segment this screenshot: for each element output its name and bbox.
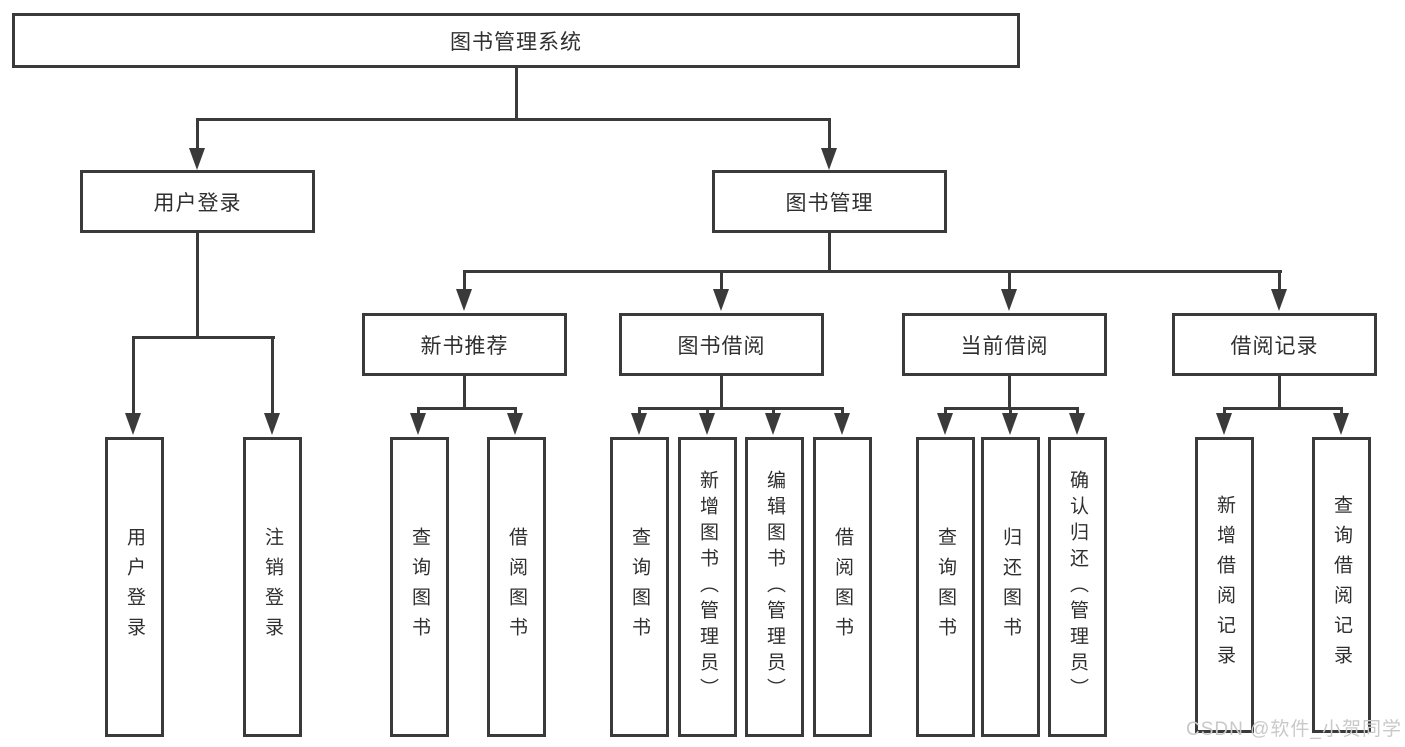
leaf-borrow-books-recommend-label: 借阅图书 [506, 527, 527, 647]
connector-line [1278, 374, 1281, 410]
leaf-add-borrow-record: 新增借阅记录 [1195, 437, 1254, 733]
leaf-query-books-current-label: 查询图书 [935, 527, 956, 647]
node-user-login: 用户登录 [80, 170, 315, 233]
node-borrowing-records: 借阅记录 [1172, 313, 1377, 376]
connector-line [1076, 407, 1079, 417]
node-library-system-label: 图书管理系统 [450, 30, 582, 54]
arrow-down-icon [631, 413, 647, 435]
connector-line [271, 336, 274, 415]
leaf-edit-books-admin-label: 编辑图书（管理员） [764, 470, 785, 704]
arrow-down-icon [1271, 289, 1287, 311]
node-book-management: 图书管理 [712, 170, 947, 233]
leaf-confirm-return-admin: 确认归还（管理员） [1048, 437, 1107, 737]
leaf-edit-books-admin: 编辑图书（管理员） [745, 437, 804, 737]
arrow-down-icon [1216, 413, 1232, 435]
node-book-management-label: 图书管理 [785, 191, 874, 215]
connector-line [417, 407, 517, 410]
node-borrowing-records-label: 借阅记录 [1230, 334, 1319, 358]
connector-line [515, 68, 518, 121]
connector-line [1223, 407, 1343, 410]
node-library-system: 图书管理系统 [12, 13, 1020, 68]
leaf-query-books-recommend: 查询图书 [390, 437, 449, 737]
arrow-down-icon [1333, 413, 1349, 435]
connector-line [196, 118, 199, 150]
leaf-add-books-admin-label: 新增图书（管理员） [697, 470, 718, 704]
leaf-query-books-borrowing-label: 查询图书 [629, 527, 650, 647]
leaf-return-books: 归还图书 [981, 437, 1040, 737]
connector-line [720, 270, 723, 291]
leaf-query-books-borrowing: 查询图书 [610, 437, 669, 737]
connector-line [772, 407, 775, 417]
leaf-user-login: 用户登录 [105, 437, 164, 737]
connector-line [828, 118, 831, 150]
connector-line [463, 270, 1282, 273]
leaf-borrow-books-recommend: 借阅图书 [487, 437, 546, 737]
connector-line [196, 231, 199, 339]
connector-line [944, 407, 947, 417]
connector-line [196, 118, 831, 121]
leaf-query-borrow-record: 查询借阅记录 [1312, 437, 1371, 733]
connector-line [1008, 270, 1011, 291]
connector-line [463, 374, 466, 410]
arrow-down-icon [264, 413, 280, 435]
leaf-add-borrow-record-label: 新增借阅记录 [1214, 495, 1235, 675]
leaf-borrow-books: 借阅图书 [813, 437, 872, 737]
node-current-borrowing-label: 当前借阅 [960, 334, 1049, 358]
arrow-down-icon [189, 148, 205, 170]
node-book-borrowing: 图书借阅 [619, 313, 824, 376]
node-new-book-recommendation: 新书推荐 [362, 313, 567, 376]
arrow-down-icon [834, 413, 850, 435]
leaf-borrow-books-label: 借阅图书 [832, 527, 853, 647]
leaf-user-login-label: 用户登录 [124, 527, 145, 647]
connector-line [132, 336, 135, 415]
arrow-down-icon [125, 413, 141, 435]
arrow-down-icon [1001, 289, 1017, 311]
leaf-confirm-return-admin-label: 确认归还（管理员） [1067, 470, 1088, 704]
arrow-down-icon [699, 413, 715, 435]
arrow-down-icon [456, 289, 472, 311]
arrow-down-icon [713, 289, 729, 311]
arrow-down-icon [765, 413, 781, 435]
leaf-query-books-current: 查询图书 [916, 437, 975, 737]
connector-line [706, 407, 709, 417]
connector-line [463, 270, 466, 291]
leaf-logout-label: 注销登录 [262, 527, 283, 647]
arrow-down-icon [937, 413, 953, 435]
node-user-login-label: 用户登录 [153, 191, 242, 215]
leaf-return-books-label: 归还图书 [1000, 527, 1021, 647]
arrow-down-icon [507, 413, 523, 435]
arrow-down-icon [410, 413, 426, 435]
connector-line [638, 407, 844, 410]
leaf-add-books-admin: 新增图书（管理员） [678, 437, 737, 737]
node-new-book-recommendation-label: 新书推荐 [420, 334, 509, 358]
node-book-borrowing-label: 图书借阅 [677, 334, 766, 358]
csdn-watermark: CSDN @软件_小贺同学 [1186, 719, 1402, 740]
arrow-down-icon [821, 148, 837, 170]
leaf-query-books-recommend-label: 查询图书 [409, 527, 430, 647]
leaf-logout: 注销登录 [243, 437, 302, 737]
connector-line [1223, 407, 1226, 417]
node-current-borrowing: 当前借阅 [902, 313, 1107, 376]
connector-line [417, 407, 420, 417]
connector-line [1340, 407, 1343, 417]
connector-line [514, 407, 517, 417]
leaf-query-borrow-record-label: 查询借阅记录 [1331, 495, 1352, 675]
connector-line [720, 374, 723, 410]
connector-line [132, 336, 275, 339]
connector-line [841, 407, 844, 417]
arrow-down-icon [1069, 413, 1085, 435]
connector-line [638, 407, 641, 417]
connector-line [1008, 374, 1011, 410]
connector-line [828, 231, 831, 273]
connector-line [1009, 407, 1012, 417]
connector-line [1278, 270, 1281, 291]
arrow-down-icon [1002, 413, 1018, 435]
